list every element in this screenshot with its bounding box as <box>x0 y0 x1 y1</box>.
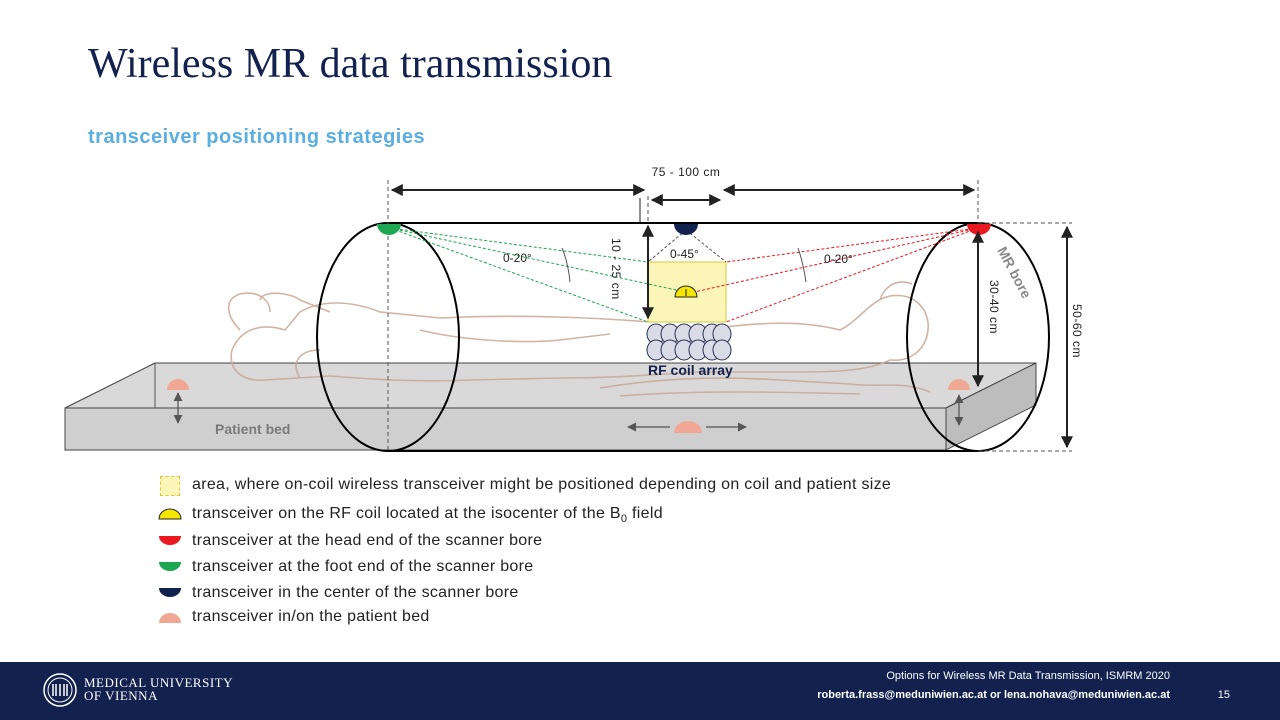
coil-distance-label: 10 - 25 cm <box>609 238 623 300</box>
patient-figure <box>227 281 931 397</box>
isocenter-transceiver <box>674 285 698 298</box>
dimension-arrows <box>390 184 1073 449</box>
patient-bed-label: Patient bed <box>215 421 290 437</box>
legend-item-head: transceiver at the head end of the scann… <box>158 530 542 552</box>
signal-lines-head <box>689 227 979 323</box>
angle-center-label: 0-45° <box>670 247 699 261</box>
red-half-circle-icon <box>158 531 182 551</box>
footer-bar: MEDICAL UNIVERSITY OF VIENNA Options for… <box>0 662 1280 720</box>
rf-coil-label: RF coil array <box>648 362 733 378</box>
signal-lines-center <box>647 229 727 263</box>
length-label: 75 - 100 cm <box>652 165 721 179</box>
legend-item-center: transceiver in the center of the scanner… <box>158 582 518 604</box>
legend-item-foot: transceiver at the foot end of the scann… <box>158 556 533 578</box>
signal-lines-foot <box>389 227 691 323</box>
page-number: 15 <box>1217 689 1230 701</box>
salmon-half-circle-icon <box>158 607 182 627</box>
slide-subtitle: transceiver positioning strategies <box>88 126 426 148</box>
area-swatch-icon <box>158 475 182 496</box>
angle-right-label: 0-20° <box>824 252 853 266</box>
bore-diameter-label: 50-60 cm <box>1070 304 1084 358</box>
conference-text: Options for Wireless MR Data Transmissio… <box>886 670 1170 682</box>
angle-left-label: 0-20° <box>503 251 532 265</box>
legend-item-isocenter: transceiver on the RF coil located at th… <box>158 504 663 526</box>
angle-arcs <box>561 247 807 283</box>
green-half-circle-icon <box>158 557 182 577</box>
navy-half-circle-icon <box>158 583 182 603</box>
bore-half-label: 30-40 cm <box>987 280 1001 334</box>
legend-item-area: area, where on-coil wireless transceiver… <box>158 474 891 496</box>
bed-transceivers <box>167 379 970 433</box>
yellow-half-circle-icon <box>158 505 182 525</box>
university-name: MEDICAL UNIVERSITY OF VIENNA <box>84 675 233 703</box>
slide-title: Wireless MR data transmission <box>88 41 613 87</box>
patient-bed <box>64 362 1037 451</box>
bed-movement-arrows <box>173 392 964 432</box>
legend-item-bed: transceiver in/on the patient bed <box>158 606 429 628</box>
foot-transceiver <box>377 224 401 235</box>
mr-bore-diagram: 75 - 100 cm 10 - 25 cm 30-40 cm 50-60 cm… <box>64 165 1084 452</box>
contact-text: roberta.frass@meduniwien.ac.at or lena.n… <box>817 689 1170 701</box>
rf-coil-array <box>646 323 732 361</box>
university-logo-icon <box>43 673 77 707</box>
center-transceiver <box>674 224 698 235</box>
